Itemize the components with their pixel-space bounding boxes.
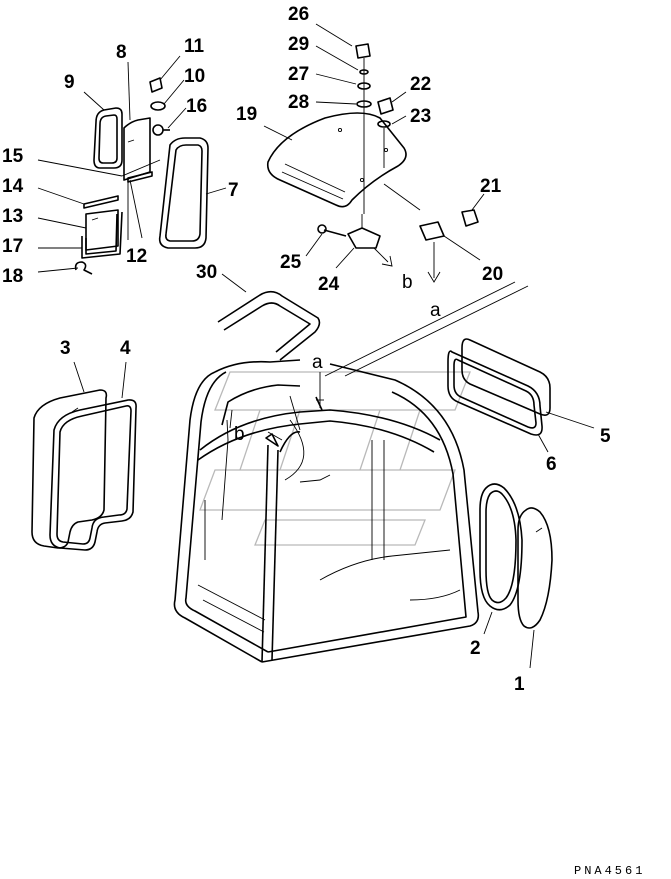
label-21: 21 — [480, 176, 502, 197]
label-8: 8 — [116, 42, 127, 63]
label-1: 1 — [514, 674, 525, 695]
assembly-lines — [121, 58, 529, 447]
label-11: 11 — [184, 36, 205, 57]
label-6: 6 — [546, 454, 557, 475]
label-23: 23 — [410, 106, 431, 127]
label-22: 22 — [410, 74, 431, 95]
roof-rail-bracket — [221, 384, 323, 453]
part-8-glass-panel — [123, 117, 151, 181]
label-24: 24 — [318, 274, 340, 295]
label-27: 27 — [288, 64, 309, 85]
part-10-washer — [150, 101, 166, 111]
marker-b-upper: b — [402, 272, 413, 293]
label-26: 26 — [288, 4, 309, 25]
label-18: 18 — [2, 266, 23, 287]
part-21-nut — [461, 209, 479, 227]
label-5: 5 — [600, 426, 611, 447]
part-23-washer — [377, 120, 391, 128]
label-16: 16 — [186, 96, 207, 117]
part-30-roof-rail — [217, 290, 321, 361]
marker-b-cab: b — [234, 424, 245, 445]
label-20: 20 — [482, 264, 503, 285]
part-26-cap-nut — [355, 43, 371, 59]
leader-lines — [37, 23, 595, 669]
part-18-hook — [74, 261, 93, 275]
view-markers: a a b b — [234, 272, 441, 445]
label-7: 7 — [228, 180, 239, 201]
label-28: 28 — [288, 92, 309, 113]
part-24-hinge — [347, 214, 381, 249]
part-2-right-seal — [479, 483, 523, 611]
marker-a-upper: a — [430, 300, 441, 321]
label-29: 29 — [288, 34, 309, 55]
part-25-bolt — [317, 224, 347, 237]
label-10: 10 — [184, 66, 205, 87]
watermark-logo — [199, 371, 471, 546]
drawing-code: PNA4561 — [574, 864, 645, 878]
part-9-small-window — [93, 107, 123, 169]
label-19: 19 — [236, 104, 257, 125]
part-1-right-glass — [517, 507, 553, 629]
label-25: 25 — [280, 252, 302, 273]
cab-frame — [173, 359, 480, 663]
label-15: 15 — [2, 146, 24, 167]
part-labels: 1 2 3 4 5 6 7 8 9 10 11 12 13 14 15 16 1… — [2, 4, 611, 695]
label-30: 30 — [196, 262, 217, 283]
label-4: 4 — [120, 338, 131, 359]
part-13-small-glass — [85, 209, 119, 251]
part-4-left-seal — [49, 399, 137, 551]
marker-a-cab: a — [312, 352, 323, 373]
part-11-clip — [149, 77, 163, 93]
label-12: 12 — [126, 246, 147, 267]
part-20-bracket — [419, 221, 445, 241]
label-2: 2 — [470, 638, 481, 659]
part-16-bolt — [152, 124, 170, 136]
label-17: 17 — [2, 236, 23, 257]
part-17-seal — [81, 211, 123, 259]
label-3: 3 — [60, 338, 71, 359]
part-6-rear-seal — [447, 350, 543, 436]
label-14: 14 — [2, 176, 24, 197]
part-14-rail — [83, 195, 119, 209]
part-22-cap — [377, 97, 394, 115]
part-7-upper-seal — [158, 137, 209, 249]
label-13: 13 — [2, 206, 23, 227]
part-12-rail — [127, 171, 153, 240]
label-9: 9 — [64, 72, 75, 93]
